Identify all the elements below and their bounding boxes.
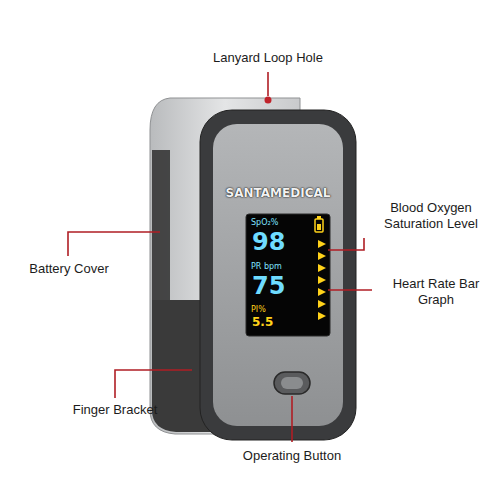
screen-unit: PR bpm [251,262,282,271]
part-label: Battery Cover [14,261,124,277]
brand-logo: SANTAMEDICAL [222,186,334,200]
screen-value: 98 [252,228,285,256]
screen-value: 5.5 [252,315,273,329]
part-label: Heart Rate Bar Graph [378,276,494,308]
part-label: Lanyard Loop Hole [188,50,348,66]
screen-value: 75 [252,272,285,300]
part-label: Blood Oxygen Saturation Level [368,200,494,232]
part-label: Finger Bracket [55,402,175,418]
screen-unit: SpO₂% [251,218,278,227]
part-label: Operating Button [222,448,362,464]
screen-unit: PI% [251,305,266,314]
